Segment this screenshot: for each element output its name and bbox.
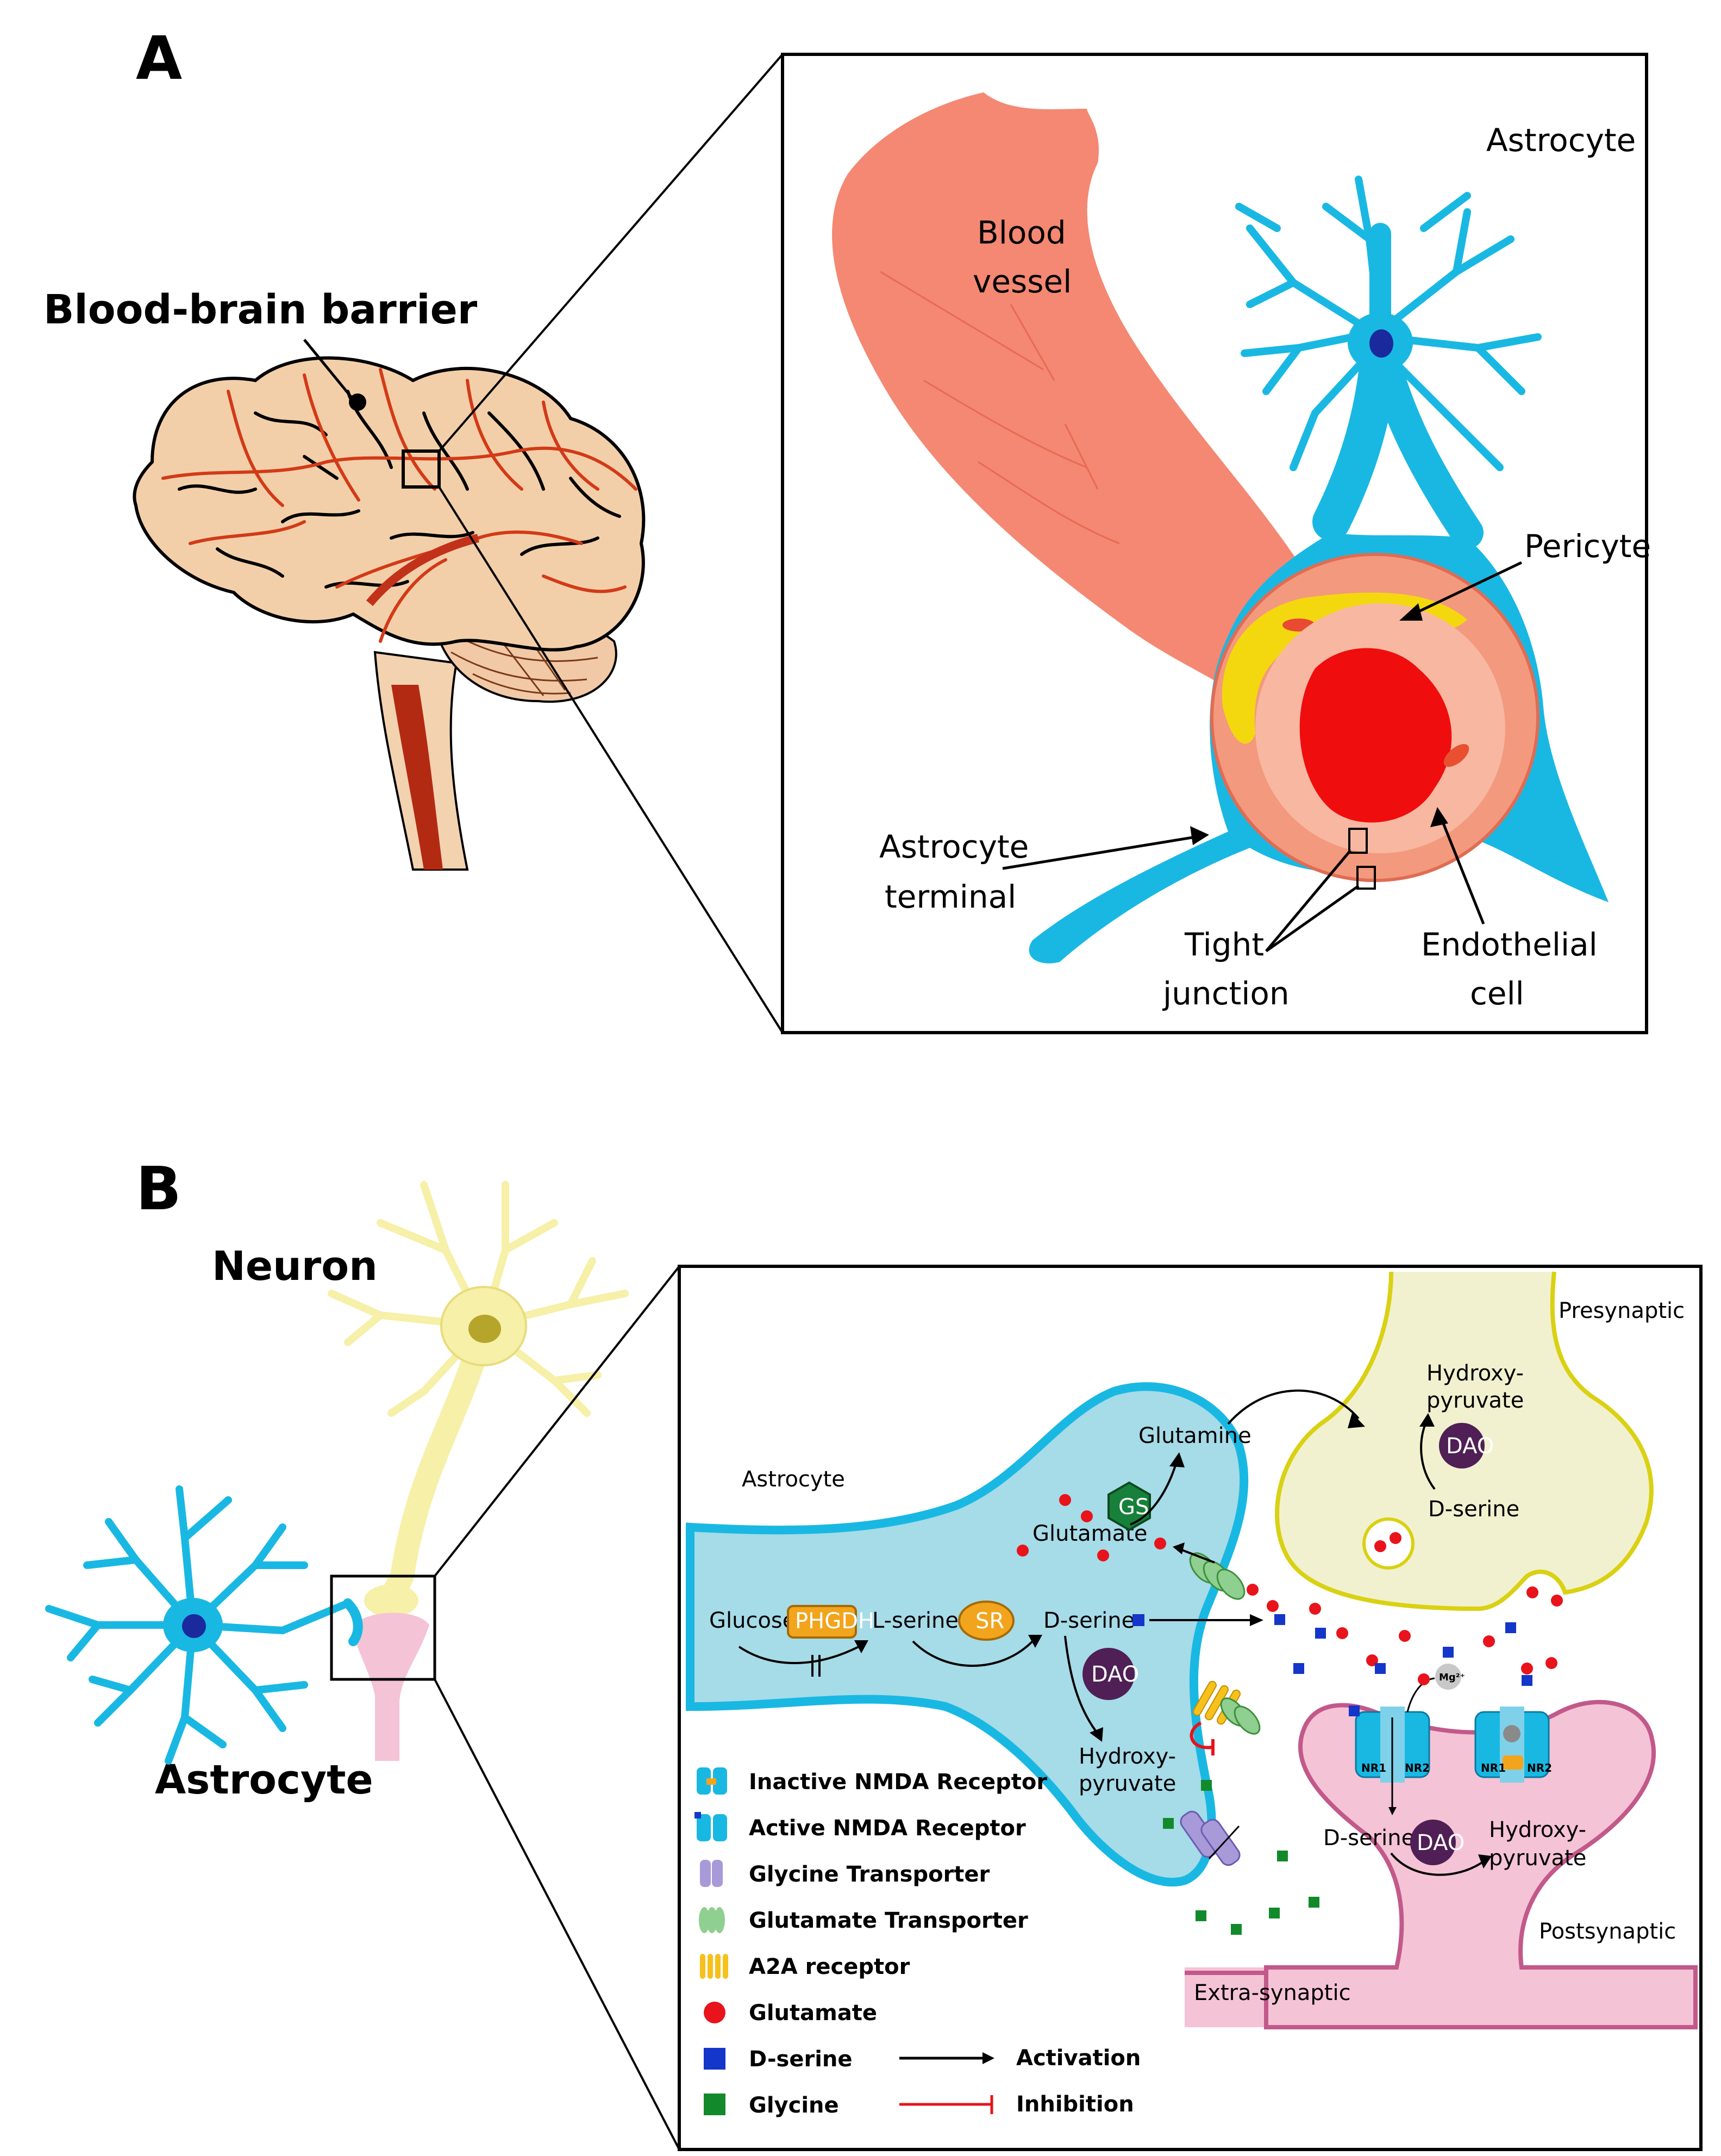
label-nr2-active: NR2 [1405,1761,1430,1774]
mg-ion [1435,1664,1461,1690]
label-blood-vessel-1: Blood [977,214,1066,251]
red-circle-icon [704,2002,725,2023]
astrocyte-a-nucleus [1369,329,1393,358]
legend-inhibition: Inhibition [1016,2092,1134,2117]
legend: Inactive NMDA Receptor Active NMDA Recep… [694,1767,1141,2118]
nmda-active-icon [694,1812,727,1841]
label-post-hydroxy-1: Hydroxy- [1489,1817,1586,1842]
label-endothelial-1: Endothelial [1421,926,1598,963]
zoom-line-bottom [438,486,784,1034]
blood-vessel [832,92,1304,707]
label-post-d-serine: D-serine [1323,1826,1415,1851]
label-hydroxy-astro-1: Hydroxy- [1079,1744,1176,1769]
label-neuron: Neuron [212,1243,378,1290]
label-d-serine-astro: D-serine [1043,1608,1135,1633]
glutamate-transporter-2 [1220,1697,1261,1735]
label-extrasynaptic: Extra-synaptic [1194,1980,1351,2005]
label-post-hydroxy-2: pyruvate [1489,1846,1586,1871]
astrocyte-cell-b [45,1485,363,1765]
label-astrocyte-b: Astrocyte [155,1757,373,1803]
glycine-molecules [1163,1780,1319,1935]
label-sr: SR [975,1609,1004,1634]
gs-enzyme [1107,1481,1151,1532]
glycine-transporter-icon [700,1860,723,1887]
label-tight-junction-2: junction [1162,975,1290,1012]
label-post-dao: DAO [1417,1830,1465,1855]
legend-activation: Activation [1016,2046,1141,2071]
label-nr1-active: NR1 [1361,1761,1386,1774]
synaptic-vesicle [1362,1517,1415,1570]
astrocyte-b-nucleus [182,1614,206,1638]
tight-junction-box-2 [1356,866,1376,890]
d-serine-molecules [1274,1614,1532,1686]
nmda-inactive-icon [697,1767,727,1795]
legend-label-3: Glutamate Transporter [749,1908,1028,1933]
legend-label-4: A2A receptor [749,1954,910,1979]
glutamate-transporter-1 [1189,1552,1246,1600]
a2a-receptor-icon [700,1954,728,1979]
tight-junction-box-1 [1348,828,1368,854]
label-pre-hydroxy-1: Hydroxy- [1426,1361,1524,1386]
dao-postsynaptic [1410,1820,1456,1865]
inhibition-mark [1190,1721,1212,1749]
green-square-icon [704,2093,725,2115]
glutamate-transporter-icon [699,1907,725,1933]
label-dao-astro: DAO [1091,1662,1139,1687]
sr-enzyme [958,1601,1015,1641]
label-blood-vessel-2: vessel [973,263,1072,300]
vessel-lumen [1299,648,1452,823]
label-nr2-inactive: NR2 [1527,1761,1552,1774]
label-endothelial-2: cell [1470,975,1524,1012]
blue-square-icon [704,2048,725,2070]
label-astrocyte-inset: Astrocyte [742,1467,845,1492]
label-pre-d-serine: D-serine [1428,1497,1519,1522]
glutamate-molecules [1017,1494,1563,1685]
label-pericyte: Pericyte [1524,528,1651,565]
label-pre-hydroxy-2: pyruvate [1426,1388,1524,1413]
nmda-receptor-inactive: NR1 NR2 [1474,1707,1552,1783]
label-pre-dao: DAO [1446,1434,1494,1459]
postsynaptic-bouton-small [353,1613,429,1761]
legend-label-1: Active NMDA Receptor [749,1816,1026,1841]
brain-illustration [133,339,646,871]
label-astrocyte-a: Astrocyte [1486,122,1636,159]
label-astrocyte-terminal-2: terminal [885,878,1016,915]
label-l-serine: L-serine [872,1608,959,1633]
panel-b-letter: B [136,1154,182,1223]
dao-presynaptic [1439,1423,1485,1468]
phgdh-enzyme [787,1605,857,1639]
label-glucose: Glucose [709,1608,796,1633]
label-astrocyte-terminal-1: Astrocyte [879,828,1029,865]
nmda-receptor-active: NR1 NR2 [1349,1705,1430,1815]
label-mg: Mg²⁺ [1439,1672,1465,1683]
label-tight-junction-1: Tight [1184,926,1264,963]
legend-label-0: Inactive NMDA Receptor [749,1770,1047,1795]
legend-label-2: Glycine Transporter [749,1862,990,1887]
legend-label-7: Glycine [749,2093,839,2118]
dao-astro [1082,1648,1135,1700]
label-postsynaptic: Postsynaptic [1539,1919,1676,1944]
label-glutamine: Glutamine [1138,1423,1251,1448]
zoom-line-top [438,53,784,452]
legend-label-5: Glutamate [749,2001,877,2026]
neuron-nucleus [468,1315,501,1343]
label-nr1-inactive: NR1 [1481,1761,1506,1774]
label-phgdh: PHGDH [795,1609,874,1634]
zoom-square-b [330,1574,436,1681]
bbb-title: Blood-brain barrier [43,286,478,333]
legend-label-6: D-serine [749,2047,853,2072]
panel-a-letter: A [136,23,182,93]
astrocyte-cell-a [1235,176,1542,549]
label-hydroxy-astro-2: pyruvate [1079,1771,1176,1796]
label-presynaptic: Presynaptic [1559,1298,1685,1323]
